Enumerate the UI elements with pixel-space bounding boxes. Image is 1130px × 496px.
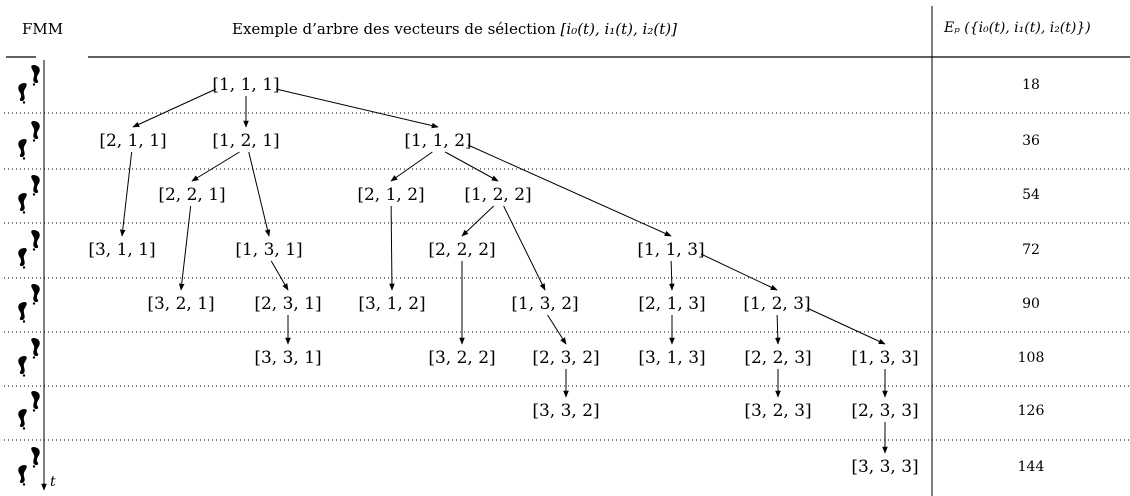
tree-node: [1, 2, 2] xyxy=(464,185,531,205)
left-footprint-icon xyxy=(18,193,27,214)
tree-edge xyxy=(270,260,289,291)
tree-node: [2, 3, 2] xyxy=(532,348,599,368)
right-footprint-icon xyxy=(31,175,40,196)
tree-node: [3, 3, 1] xyxy=(254,348,321,368)
tree-node: [1, 1, 1] xyxy=(212,75,279,95)
tree-node: [3, 1, 3] xyxy=(638,348,705,368)
tree-node: [3, 2, 1] xyxy=(147,294,214,314)
tree-node: [3, 2, 3] xyxy=(744,401,811,421)
energy-value: 90 xyxy=(1022,296,1040,312)
right-footprint-icon xyxy=(31,230,40,251)
left-footprint-icon xyxy=(18,139,27,160)
tree-edge xyxy=(444,151,499,182)
tree-node: [3, 2, 2] xyxy=(428,348,495,368)
tree-edge xyxy=(547,314,567,345)
right-footprint-icon xyxy=(31,391,40,412)
energy-header-math: Eₚ ({i₀(t), i₁(t), i₂(t)}) xyxy=(944,20,1091,36)
tree-nodes: [1, 1, 1] [1, 1, 2] [1, 1, 3] [1, 2, 1] [1, … xyxy=(88,75,918,477)
tree-edge xyxy=(191,151,240,182)
energy-column: 18 36 54 72 90 108 126 144 xyxy=(1018,77,1045,475)
left-footprint-icon xyxy=(18,356,27,377)
tree-node: [1, 3, 1] xyxy=(235,240,302,260)
tree-edge xyxy=(119,151,133,237)
tree-edges xyxy=(119,88,888,454)
tree-edge xyxy=(669,260,675,291)
tree-node: [2, 3, 3] xyxy=(851,401,918,421)
left-footprint-icon xyxy=(18,83,27,104)
tree-edge xyxy=(806,307,886,345)
right-footprint-icon xyxy=(31,121,40,142)
right-footprint-icon xyxy=(31,284,40,305)
energy-value: 144 xyxy=(1018,459,1045,475)
energy-value: 108 xyxy=(1018,350,1045,366)
fmm-header: FMM xyxy=(22,20,64,38)
left-footprint-icon xyxy=(18,302,27,323)
left-footprint-icon xyxy=(18,465,27,486)
tree-title-text: Exemple d’arbre des vecteurs de sélectio… xyxy=(232,20,561,38)
tree-node: [3, 3, 3] xyxy=(851,457,918,477)
tree-node: [3, 1, 1] xyxy=(88,240,155,260)
tree-node: [2, 2, 2] xyxy=(428,240,495,260)
energy-header: Eₚ ({i₀(t), i₁(t), i₂(t)}) xyxy=(944,20,1091,36)
tree-title: Exemple d’arbre des vecteurs de sélectio… xyxy=(232,20,677,38)
tree-node: [3, 3, 2] xyxy=(532,401,599,421)
tree-node: [2, 3, 1] xyxy=(254,294,321,314)
energy-value: 18 xyxy=(1022,77,1040,93)
tree-edge xyxy=(461,205,495,237)
tree-node: [1, 1, 3] xyxy=(637,240,704,260)
tree-edge xyxy=(389,205,395,291)
energy-value: 72 xyxy=(1022,242,1040,258)
left-footprint-icon xyxy=(18,248,27,269)
energy-value: 36 xyxy=(1022,133,1040,149)
tree-node: [2, 1, 3] xyxy=(638,294,705,314)
tree-edge xyxy=(775,314,781,345)
tree-node: [1, 2, 3] xyxy=(743,294,810,314)
tree-edge xyxy=(467,144,672,237)
left-footprint-icon xyxy=(18,409,27,430)
tree-node: [2, 2, 1] xyxy=(158,185,225,205)
energy-value: 126 xyxy=(1018,403,1045,419)
energy-value: 54 xyxy=(1022,187,1040,203)
right-footprint-icon xyxy=(31,65,40,86)
tree-edge xyxy=(700,253,778,291)
tree-edge xyxy=(503,205,546,291)
tree-edge xyxy=(275,88,439,129)
tree-edge xyxy=(132,88,217,128)
tree-node: [1, 2, 1] xyxy=(212,131,279,151)
tree-node: [1, 1, 2] xyxy=(404,131,471,151)
tree-edge xyxy=(248,151,271,237)
tree-node: [3, 1, 2] xyxy=(358,294,425,314)
tree-node: [2, 2, 3] xyxy=(744,348,811,368)
tree-title-math: [i₀(t), i₁(t), i₂(t)] xyxy=(560,20,677,38)
tree-node: [1, 3, 3] xyxy=(851,348,918,368)
tree-edge xyxy=(390,151,433,182)
tree-node: [2, 1, 1] xyxy=(99,131,166,151)
right-footprint-icon xyxy=(31,447,40,468)
footsteps-column xyxy=(18,65,40,486)
tree-edge xyxy=(178,205,192,291)
table-grid: t xyxy=(4,6,1130,496)
tree-node: [2, 1, 2] xyxy=(357,185,424,205)
tree-node: [1, 3, 2] xyxy=(511,294,578,314)
time-axis-label: t xyxy=(50,474,56,490)
right-footprint-icon xyxy=(31,338,40,359)
